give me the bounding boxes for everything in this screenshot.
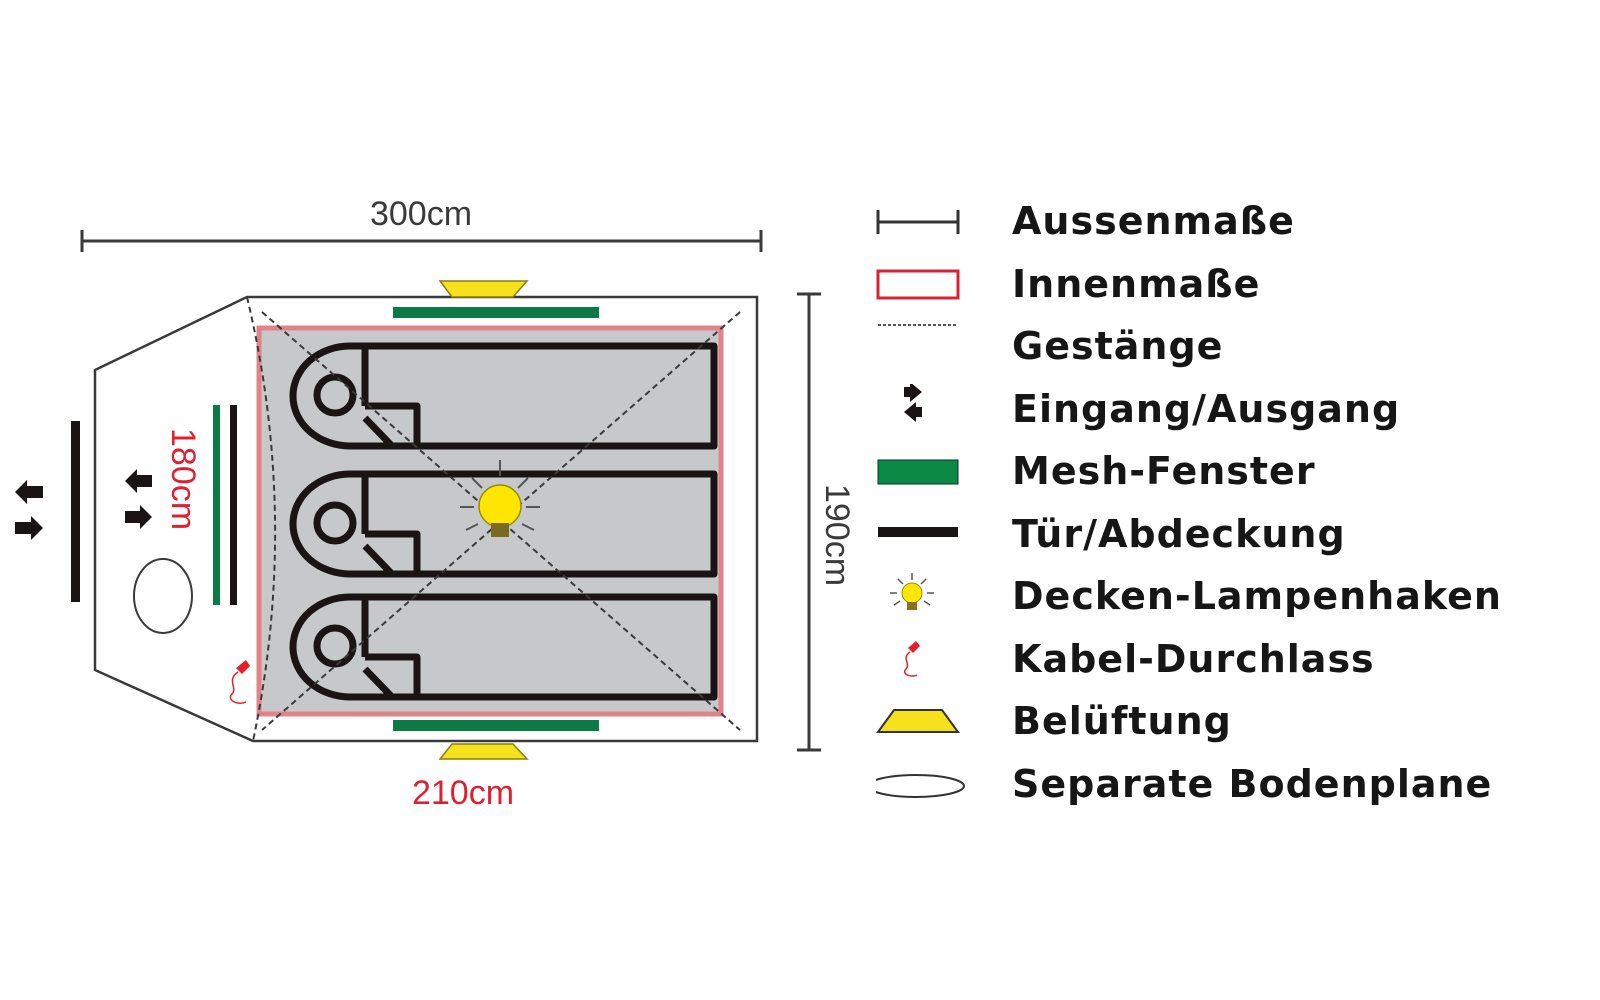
inner-width-label: 180cm (164, 428, 202, 530)
outer-length-label: 300cm (370, 195, 472, 233)
legend-label: Separate Bodenplane (1012, 761, 1493, 806)
outer-width-dimension: 190cm (797, 292, 856, 752)
black-bar-icon (878, 526, 958, 537)
legend-label: Belüftung (1012, 699, 1232, 744)
legend-label: Mesh-Fenster (1012, 449, 1316, 494)
legend-item-lamp: Decken-Lampenhaken (876, 565, 1576, 628)
inner-door (230, 405, 237, 605)
vent-top (438, 280, 529, 298)
mesh-window-top (393, 307, 599, 318)
legend-label: Eingang/Ausgang (1012, 386, 1401, 431)
legend-label: Tür/Abdeckung (1012, 511, 1346, 556)
entry-arrows-outer (15, 480, 43, 540)
legend-item-mesh: Mesh-Fenster (876, 440, 1576, 503)
cable-port (229, 660, 250, 705)
inner-door-mesh (213, 405, 220, 605)
ground-sheet (133, 558, 193, 634)
green-bar-icon (877, 459, 959, 485)
legend-label: Kabel-Durchlass (1012, 636, 1375, 681)
legend-item-entry: Eingang/Ausgang (876, 378, 1576, 441)
legend-item-vent: Belüftung (876, 690, 1576, 753)
dimension-line-icon (876, 210, 960, 235)
mesh-window-bottom (393, 720, 599, 731)
legend-item-poles: Gestänge (876, 315, 1576, 378)
legend-label: Decken-Lampenhaken (1012, 574, 1502, 619)
legend-label: Aussenmaße (1012, 199, 1295, 244)
lamp-hook (460, 460, 540, 537)
legend-label: Gestänge (1012, 324, 1224, 369)
red-rectangle-icon (876, 269, 960, 300)
tent-poles (246, 296, 741, 742)
entry-exit-arrows-icon (904, 383, 922, 422)
light-bulb-icon (890, 573, 934, 611)
legend: Aussenmaße Innenmaße Gestänge Eingang/Au… (876, 190, 1576, 815)
vestibule-door (71, 421, 80, 602)
entry-arrows-inner (125, 469, 152, 529)
vent-bottom (438, 743, 529, 760)
legend-item-outer: Aussenmaße (876, 190, 1576, 253)
outer-length-dimension: 300cm (80, 195, 763, 252)
sleeping-bag-3 (289, 593, 718, 701)
legend-label: Innenmaße (1012, 261, 1261, 306)
sleeping-bags (289, 342, 718, 701)
inner-length-label: 210cm (412, 774, 514, 812)
outer-width-label: 190cm (818, 484, 856, 586)
ellipse-icon (876, 773, 965, 798)
legend-item-door: Tür/Abdeckung (876, 503, 1576, 566)
legend-item-ground: Separate Bodenplane (876, 753, 1576, 816)
plug-cable-icon (904, 640, 920, 677)
dashed-line-icon (878, 324, 958, 327)
legend-item-cable: Kabel-Durchlass (876, 628, 1576, 691)
legend-item-inner: Innenmaße (876, 253, 1576, 316)
sleeping-bag-1 (289, 342, 718, 450)
yellow-trapezoid-icon (876, 709, 960, 734)
